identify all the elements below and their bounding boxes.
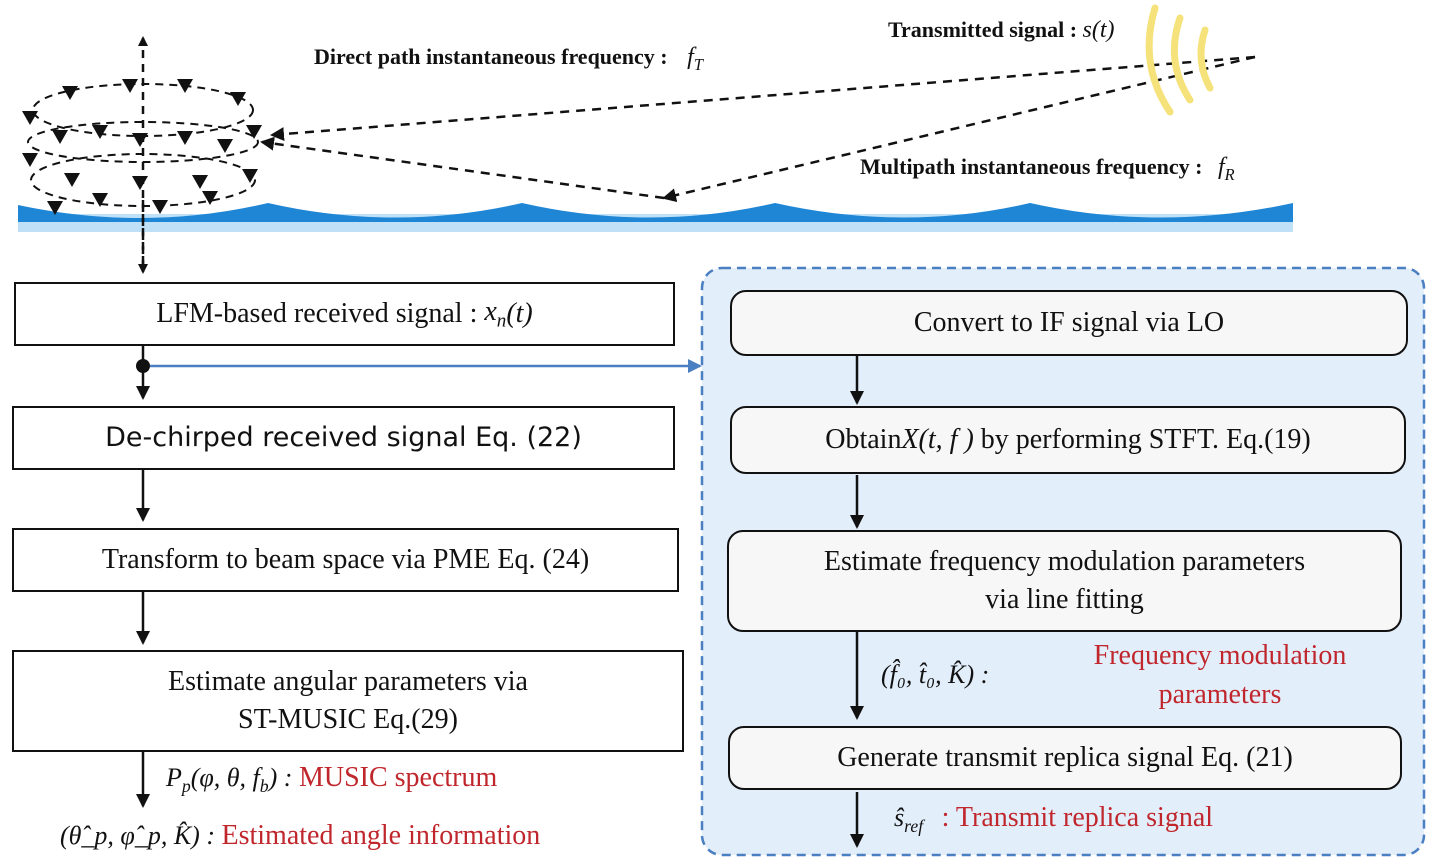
sensor-icon xyxy=(132,176,148,190)
direct-path-label: Direct path instantaneous frequency : fT xyxy=(314,44,703,74)
fm-estimation-box: Estimate frequency modulation parameters… xyxy=(727,530,1402,632)
multipath-label: Multipath instantaneous frequency : fR xyxy=(860,154,1235,184)
sensor-icon xyxy=(202,191,218,205)
transmitter-waves-icon xyxy=(1145,4,1214,116)
water-surface xyxy=(18,203,1293,232)
branch-junction xyxy=(136,359,150,373)
sensor-icon xyxy=(92,193,108,207)
fm-params-label: Frequency modulation parameters xyxy=(1093,640,1347,711)
sensor-icon xyxy=(230,92,246,106)
sensor-icon xyxy=(47,201,63,215)
sensor-icon xyxy=(217,139,233,153)
sensor-icon xyxy=(177,79,193,93)
sensor-icon xyxy=(52,130,68,144)
music-spectrum-label: Pp(φ, θ, fb) : MUSIC spectrum xyxy=(166,762,498,797)
sensor-icon xyxy=(92,125,108,139)
sensor-icon xyxy=(132,133,148,147)
dechirped-signal-box: De-chirped received signal Eq. (22) xyxy=(12,406,675,470)
angle-info-label: (θ̂_p, φ̂_p, K̂) : Estimated angle infor… xyxy=(60,820,541,851)
sensor-icon xyxy=(62,86,78,100)
sensor-icon xyxy=(64,173,80,187)
sensor-icon xyxy=(246,125,262,139)
sensor-icon xyxy=(242,169,258,183)
transmitted-signal-label: Transmitted signal : s(t) xyxy=(888,17,1115,43)
sensor-icon xyxy=(177,131,193,145)
multipath-reflected-ray xyxy=(260,136,665,200)
fm-params-math: (f̂₀, t̂₀, K̂) : xyxy=(881,660,990,689)
angular-estimation-box: Estimate angular parameters via ST-MUSIC… xyxy=(12,650,684,752)
sensor-icon xyxy=(22,111,38,125)
sensor-icon xyxy=(192,175,208,189)
if-convert-box: Convert to IF signal via LO xyxy=(730,290,1408,356)
sensor-icon xyxy=(152,200,168,214)
sensor-icon xyxy=(22,153,38,167)
receiver-sensors xyxy=(22,79,262,215)
sensor-icon xyxy=(122,79,138,93)
replica-generation-box: Generate transmit replica signal Eq. (21… xyxy=(728,726,1402,790)
beam-space-box: Transform to beam space via PME Eq. (24) xyxy=(12,528,679,592)
replica-signal-label: ŝref : Transmit replica signal xyxy=(894,802,1214,837)
direct-path-ray xyxy=(270,55,1256,142)
lfm-received-signal-box: LFM-based received signal : xn(t) xyxy=(14,282,675,346)
